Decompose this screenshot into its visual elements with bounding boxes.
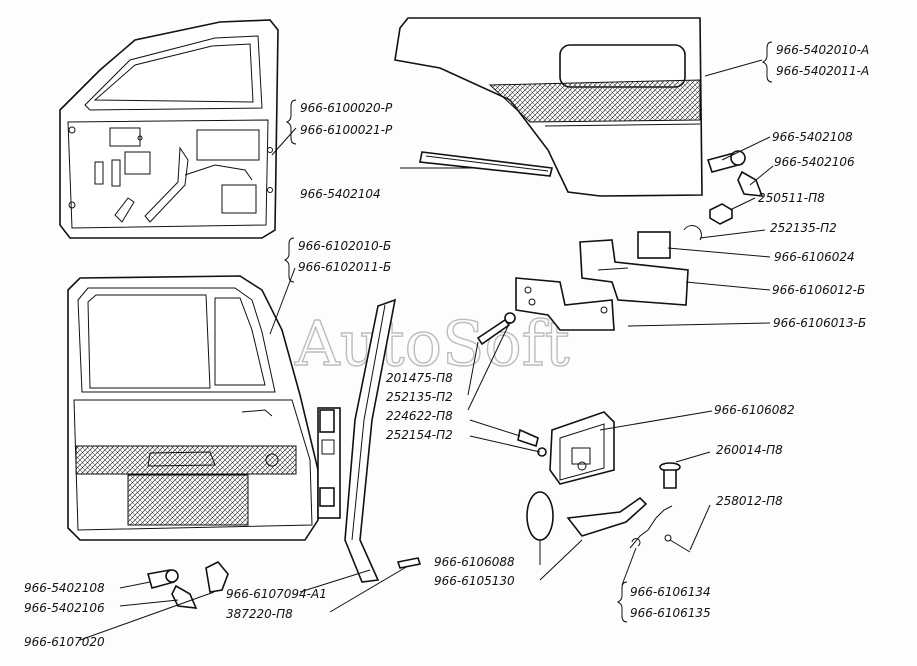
leader-lines <box>79 41 774 641</box>
label-moulding: 966-5402104 <box>300 187 381 201</box>
door-seal <box>344 298 397 583</box>
small-parts-bottom <box>146 557 422 609</box>
label-bolt-201475: 201475-П8 <box>386 371 453 385</box>
label-door-panel-1: 966-6100020-Р <box>300 101 393 115</box>
body-side-panel <box>394 17 703 197</box>
pin <box>659 462 681 489</box>
label-seal: 966-6107094-А1 <box>226 587 327 601</box>
pad-arm-spring <box>526 491 691 553</box>
bolts-middle <box>476 312 547 457</box>
label-bolt-bottom: 966-5402108 <box>24 581 105 595</box>
label-block: 966-6106024 <box>774 250 855 264</box>
label-washer-top: 252135-П2 <box>770 221 837 235</box>
label-door-assembly-2: 966-6102011-Б <box>298 260 391 274</box>
small-parts-top <box>683 150 764 241</box>
label-pad: 966-6106088 <box>434 555 515 569</box>
lock-bracket <box>549 411 615 485</box>
labels: 966-6100020-Р 966-6100021-Р 966-6102010-… <box>24 43 869 649</box>
door-hinge-strip <box>317 407 341 519</box>
label-cap-bottom: 966-6107020 <box>24 635 105 649</box>
label-cotter: 258012-П8 <box>716 494 783 508</box>
label-screw: 387220-П8 <box>226 607 293 621</box>
watermark: AutoSoft <box>294 307 570 380</box>
label-bolt-224622: 224622-П8 <box>386 409 453 423</box>
label-hinge-lower: 966-6106013-Б <box>773 316 866 330</box>
label-hook-bottom: 966-5402106 <box>24 601 105 615</box>
label-hook-top: 966-5402106 <box>774 155 855 169</box>
label-hinge-upper: 966-6106012-Б <box>772 283 865 297</box>
door-assembly <box>67 275 319 541</box>
hinge-parts <box>515 231 689 331</box>
label-arm: 966-6105130 <box>434 574 515 588</box>
label-bracket: 966-6106082 <box>714 403 795 417</box>
door-inner-panel <box>59 19 279 239</box>
label-pin: 260014-П8 <box>716 443 783 457</box>
label-spring-2: 966-6106135 <box>630 606 711 620</box>
label-door-panel-2: 966-6100021-Р <box>300 123 393 137</box>
label-spring-1: 966-6106134 <box>630 585 711 599</box>
label-bolt-top: 966-5402108 <box>772 130 853 144</box>
label-washer-252135: 252135-П2 <box>386 390 453 404</box>
label-door-assembly-1: 966-6102010-Б <box>298 239 391 253</box>
label-washer-252154: 252154-П2 <box>386 428 453 442</box>
label-side-panel-1: 966-5402010-А <box>776 43 869 57</box>
label-nut-top: 250511-П8 <box>758 191 825 205</box>
label-side-panel-2: 966-5402011-А <box>776 64 869 78</box>
moulding-strip <box>419 151 553 177</box>
